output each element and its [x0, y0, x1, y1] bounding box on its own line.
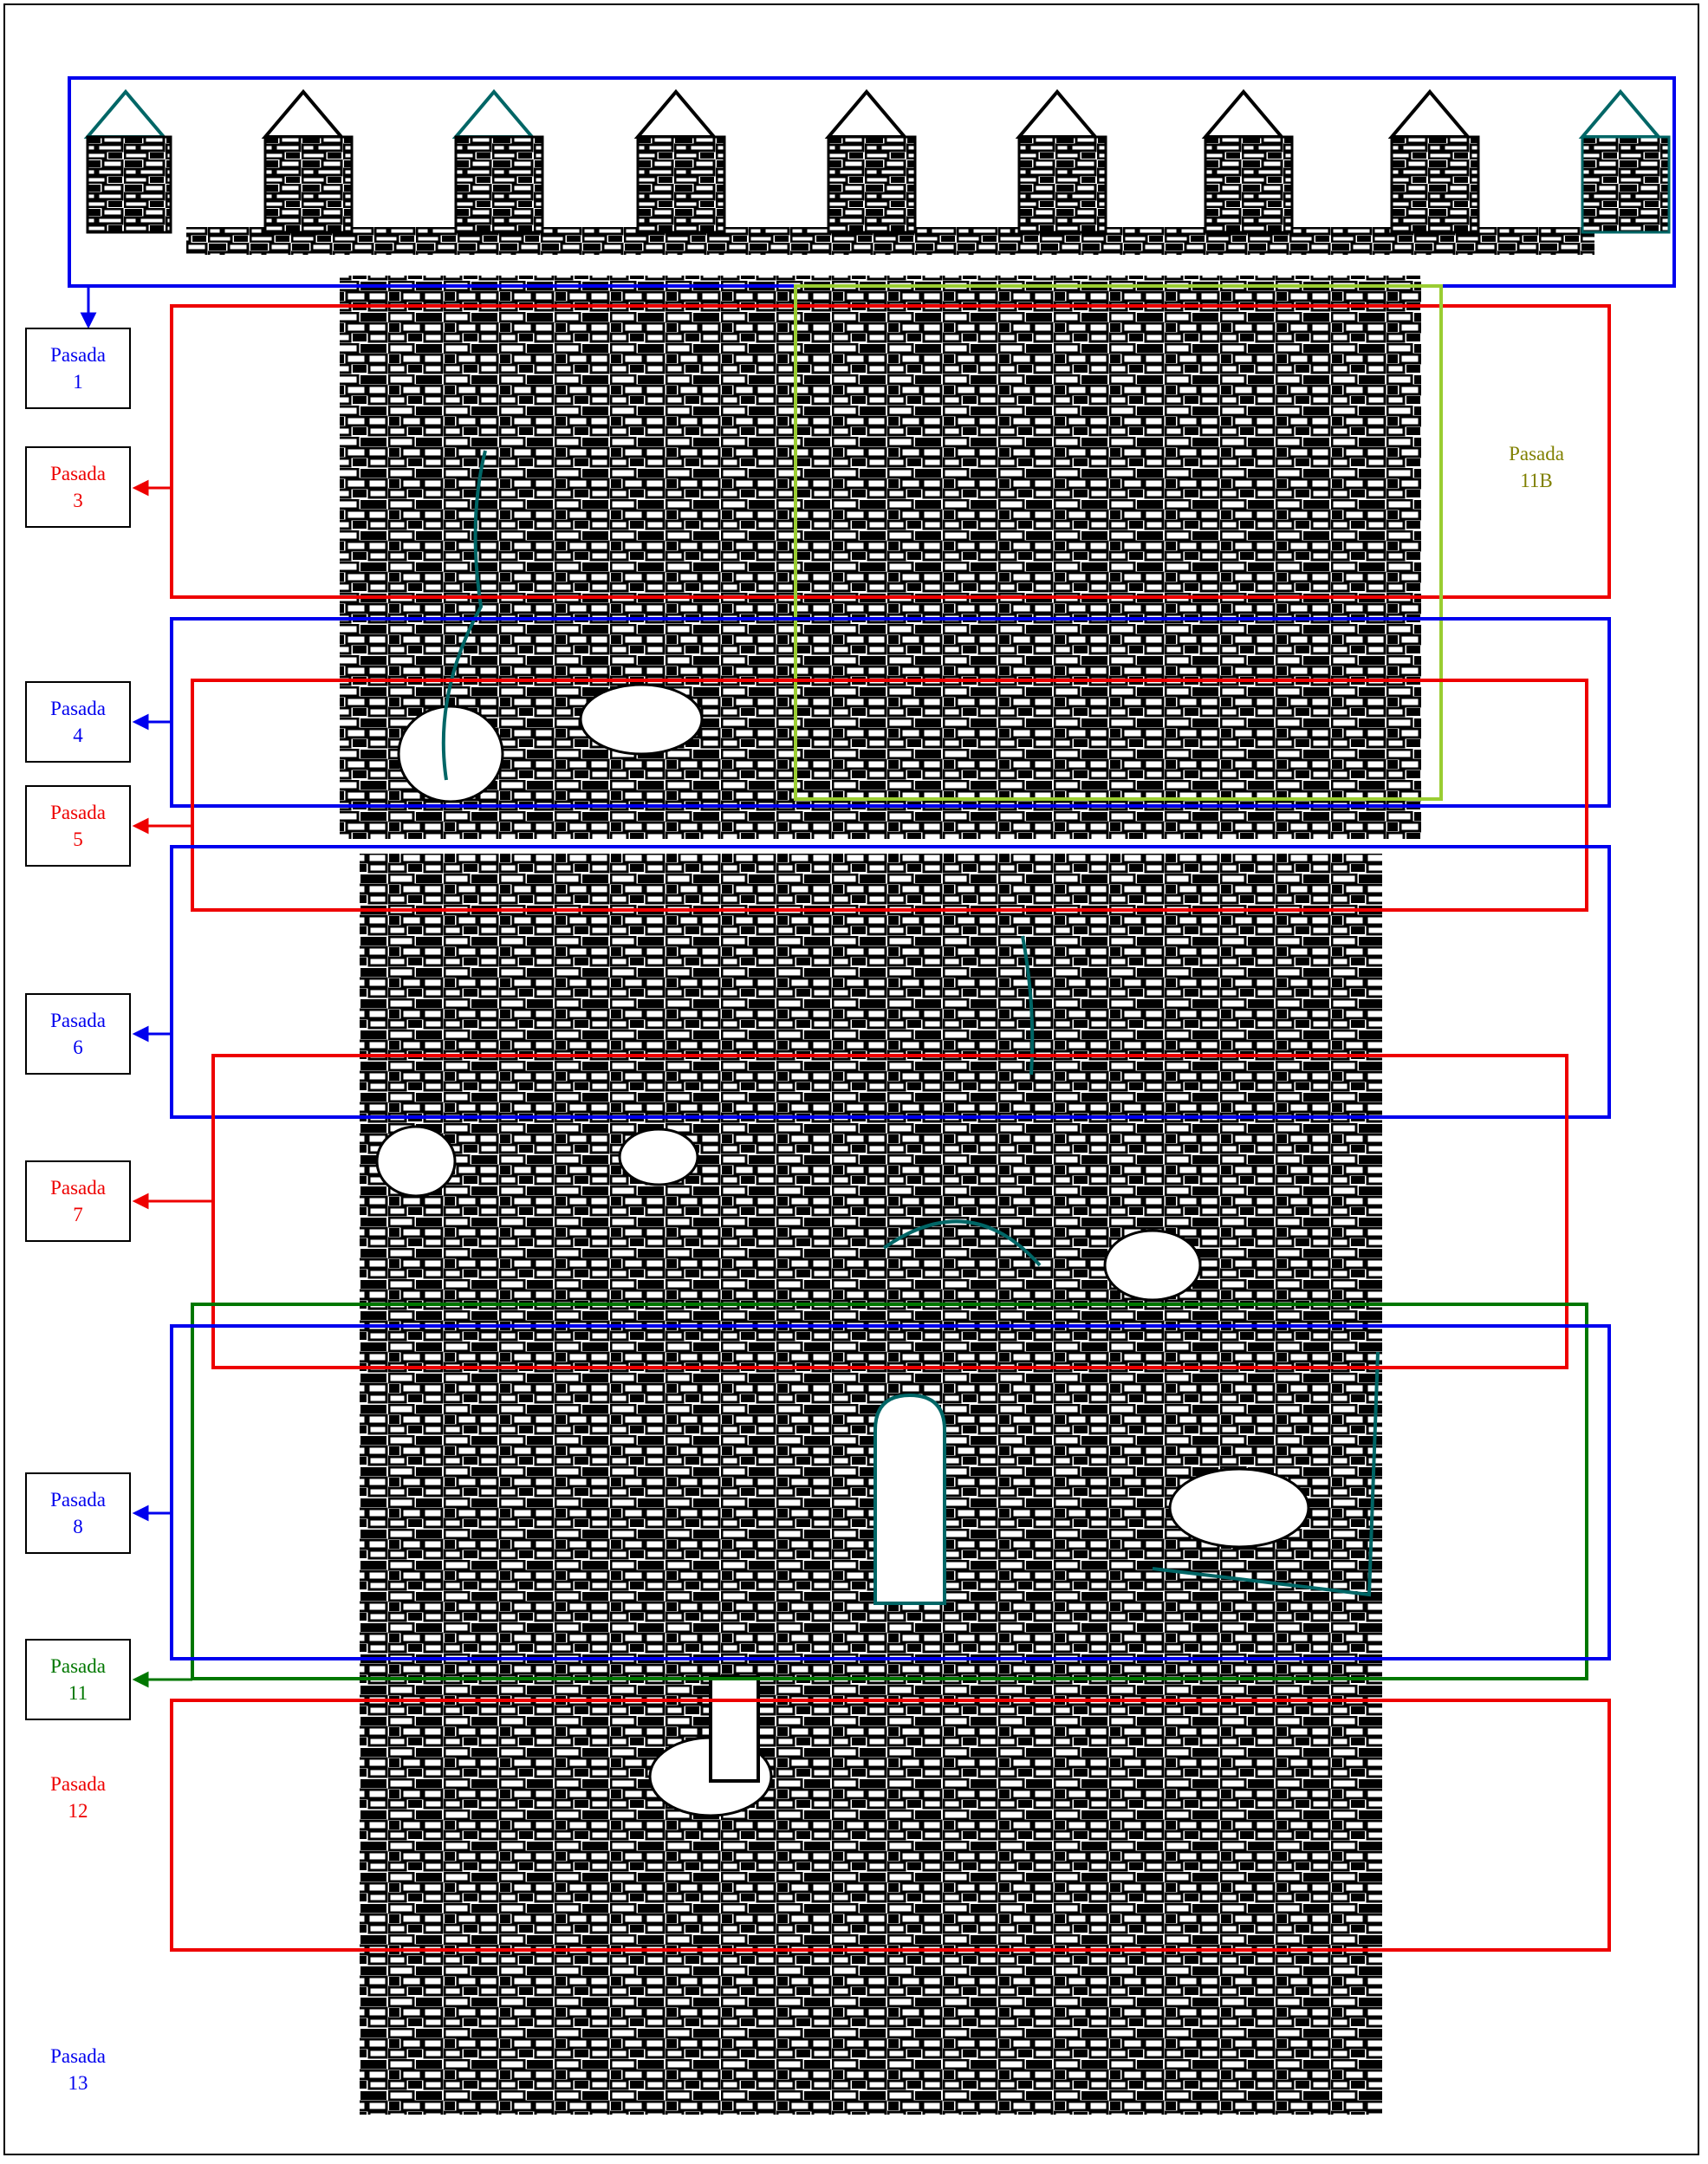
label-pasada-5: Pasada 5	[25, 785, 131, 867]
region-pasada-11	[191, 1303, 1588, 1680]
label-title: Pasada	[50, 1489, 106, 1511]
arrow-pasada-11	[132, 1671, 192, 1688]
region-pasada-6	[170, 845, 1611, 1119]
region-pasada-11b	[794, 284, 1443, 801]
label-title: Pasada	[50, 1177, 106, 1199]
merlon	[1015, 88, 1107, 234]
label-number: 6	[73, 1037, 83, 1058]
arrow-pasada-4	[132, 713, 172, 731]
label-title: Pasada	[50, 802, 106, 823]
label-pasada-11b: Pasada 11B	[1484, 440, 1589, 494]
label-pasada-4: Pasada 4	[25, 681, 131, 763]
arrow-pasada-1	[80, 286, 97, 329]
eroded-patch	[1103, 1229, 1202, 1302]
label-title: Pasada	[50, 1655, 106, 1677]
merlon	[1201, 88, 1294, 234]
crack-line	[1021, 935, 1035, 1076]
eroded-patch	[618, 1127, 699, 1186]
label-number: 1	[73, 371, 83, 393]
label-pasada-1: Pasada 1	[25, 328, 131, 409]
crack-line	[441, 450, 487, 781]
label-pasada-12: Pasada 12	[25, 1771, 131, 1824]
eroded-patch	[375, 1125, 457, 1198]
label-pasada-11: Pasada 11	[25, 1639, 131, 1720]
merlon	[451, 88, 544, 234]
label-title: Pasada	[50, 1773, 106, 1795]
merlon	[83, 88, 172, 234]
label-number: 11	[68, 1682, 88, 1704]
eroded-patch	[1168, 1467, 1310, 1549]
label-number: 5	[73, 829, 83, 850]
arrows	[80, 286, 213, 1688]
arrow-pasada-8	[132, 1504, 172, 1522]
arrow-pasada-7	[132, 1192, 213, 1210]
arrow-pasada-6	[132, 1025, 172, 1043]
region-pasada-7	[211, 1054, 1568, 1369]
label-title: Pasada	[50, 2045, 106, 2067]
label-title: Pasada	[50, 1010, 106, 1031]
label-number: 7	[73, 1204, 83, 1225]
label-title: Pasada	[1509, 443, 1564, 465]
eroded-patch	[397, 705, 504, 803]
merlon	[1387, 88, 1480, 234]
label-number: 12	[68, 1800, 88, 1822]
region-pasada-8	[170, 1324, 1611, 1660]
tower-upper-body	[340, 276, 1421, 839]
window-opening	[873, 1393, 946, 1605]
label-pasada-13: Pasada 13	[25, 2043, 131, 2096]
merlon	[261, 88, 354, 234]
figure-frame	[3, 3, 1699, 2155]
label-pasada-6: Pasada 6	[25, 993, 131, 1075]
label-number: 8	[73, 1516, 83, 1537]
merlon	[824, 88, 917, 234]
crack-line	[1152, 1351, 1380, 1597]
label-title: Pasada	[50, 698, 106, 719]
label-number: 3	[73, 490, 83, 511]
region-pasada-4	[170, 617, 1611, 808]
arrow-pasada-5	[132, 817, 192, 835]
merlon	[633, 88, 726, 234]
pass-regions	[68, 76, 1676, 1952]
label-pasada-3: Pasada 3	[25, 446, 131, 528]
label-number: 13	[68, 2072, 88, 2094]
label-number: 11B	[1520, 470, 1553, 491]
arrow-pasada-3	[132, 479, 172, 497]
label-pasada-7: Pasada 7	[25, 1160, 131, 1242]
region-pasada-3	[170, 304, 1611, 599]
label-title: Pasada	[50, 344, 106, 366]
region-pasada-5	[191, 679, 1588, 912]
region-pasada-12	[170, 1699, 1611, 1952]
label-title: Pasada	[50, 463, 106, 484]
label-pasada-8: Pasada 8	[25, 1472, 131, 1554]
eroded-patch	[579, 683, 704, 756]
battlement-group	[83, 88, 1671, 255]
label-number: 4	[73, 725, 83, 746]
window-opening	[709, 1675, 760, 1783]
merlon	[1578, 88, 1671, 234]
arch-outline	[882, 1219, 1042, 1267]
